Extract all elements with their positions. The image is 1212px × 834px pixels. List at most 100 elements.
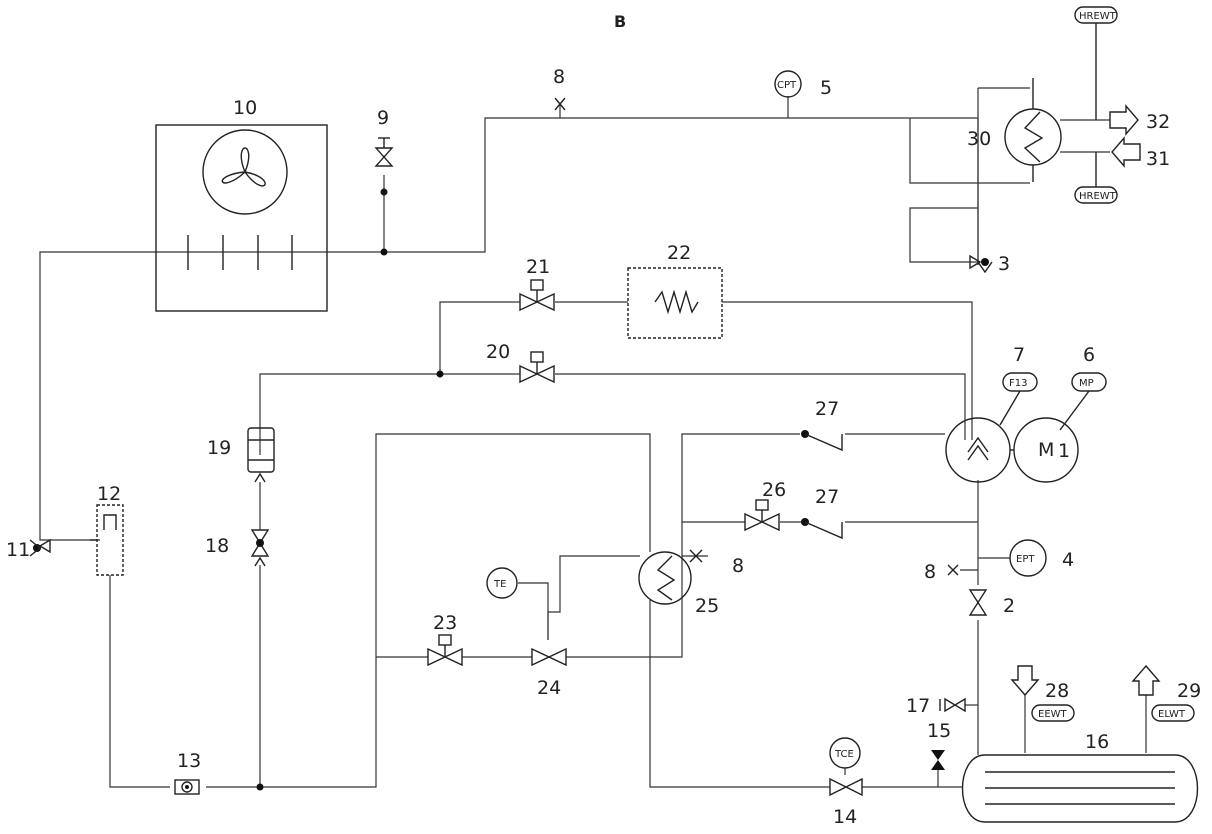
evaporator-16 xyxy=(961,754,1199,823)
label-23: 23 xyxy=(433,612,457,634)
label-27b: 27 xyxy=(815,486,839,508)
label-26: 26 xyxy=(762,479,786,501)
check-valve-11-icon xyxy=(29,538,97,557)
cpt-sensor xyxy=(774,70,802,98)
valve-2-icon xyxy=(968,589,988,616)
pipe-24-to-econ xyxy=(566,433,800,658)
condenser-box xyxy=(155,124,328,312)
label-30: 30 xyxy=(967,128,991,150)
label-7: 7 xyxy=(1013,344,1025,366)
filter-drier-12 xyxy=(96,504,124,576)
label-25: 25 xyxy=(695,595,719,617)
tce-valve-14 xyxy=(829,737,863,797)
solenoid-valve-21-icon xyxy=(519,279,555,312)
label-16: 16 xyxy=(1085,731,1109,753)
label-13: 13 xyxy=(177,750,201,772)
pipe-to-21 xyxy=(439,301,520,374)
tag-cpt: CPT xyxy=(777,80,797,91)
valve-8-mid-icon xyxy=(689,549,703,563)
pipe-discharge-main xyxy=(39,117,910,541)
tag-ept: EPT xyxy=(1016,554,1035,565)
valve-15-icon xyxy=(931,750,945,770)
tag-f13: F13 xyxy=(1009,378,1027,389)
label-8-low: 8 xyxy=(924,561,936,583)
check-valve-3-icon xyxy=(969,254,993,274)
te-sensor xyxy=(486,567,518,599)
check-valve-27b-icon xyxy=(801,518,843,540)
tag-elwt: ELWT xyxy=(1158,709,1186,720)
pipe-te xyxy=(518,582,549,640)
label-12: 12 xyxy=(97,483,121,505)
label-5: 5 xyxy=(820,77,832,99)
tag-tce: TCE xyxy=(834,749,854,760)
solenoid-valve-23-icon xyxy=(427,634,463,667)
check-valve-27a-icon xyxy=(801,430,843,452)
label-24: 24 xyxy=(537,677,561,699)
fan-icon xyxy=(202,129,288,215)
valve-8-low-icon xyxy=(947,564,959,576)
compressor-icon xyxy=(945,417,1011,483)
label-10: 10 xyxy=(233,97,257,119)
fan-blades-icon xyxy=(221,147,266,187)
label-2: 2 xyxy=(1003,595,1015,617)
f13-switch xyxy=(999,372,1038,426)
economizer-25 xyxy=(638,551,692,605)
ept-sensor xyxy=(1009,539,1047,577)
pipe-22-to-comp xyxy=(722,301,973,440)
pipe-liquid-down xyxy=(109,575,170,788)
sight-glass-13 xyxy=(174,779,264,795)
label-28: 28 xyxy=(1045,680,1069,702)
pipe-20-to-comp xyxy=(555,373,966,440)
expansion-valve-24-icon xyxy=(531,647,567,667)
condenser-unit xyxy=(155,124,328,312)
label-15: 15 xyxy=(927,720,951,742)
label-1: 1 xyxy=(1058,440,1070,462)
tag-te: TE xyxy=(493,579,506,590)
solenoid-valve-20-icon xyxy=(436,351,555,384)
label-14: 14 xyxy=(833,806,857,828)
label-8-mid: 8 xyxy=(732,555,744,577)
compressor xyxy=(945,417,1079,483)
label-8-top: 8 xyxy=(553,66,565,88)
label-19: 19 xyxy=(207,437,231,459)
tag-m: M xyxy=(1038,439,1054,461)
tag-hrewt-bottom: HREWT xyxy=(1079,191,1117,202)
inlet-arrow-icon xyxy=(1111,136,1141,168)
label-27a: 27 xyxy=(815,398,839,420)
label-29: 29 xyxy=(1177,680,1201,702)
valve-17-icon xyxy=(939,697,966,713)
valve-9-icon xyxy=(374,137,394,256)
label-18: 18 xyxy=(205,535,229,557)
tag-hrewt-top: HREWT xyxy=(1079,11,1117,22)
solenoid-valve-26-icon xyxy=(744,499,780,532)
label-17: 17 xyxy=(906,695,930,717)
piping xyxy=(39,87,1147,788)
water-outlet-29-icon xyxy=(1131,664,1195,722)
receiver-19 xyxy=(247,427,275,483)
label-31: 31 xyxy=(1146,148,1170,170)
pipe-te-bulb xyxy=(547,555,640,640)
label-21: 21 xyxy=(526,256,550,278)
label-4: 4 xyxy=(1062,549,1074,571)
pipe-19-up xyxy=(259,373,440,455)
component-labels: 1 2 3 4 5 6 7 8 8 8 9 10 11 12 13 14 15 … xyxy=(6,66,1201,828)
label-3: 3 xyxy=(998,253,1010,275)
label-20: 20 xyxy=(486,341,510,363)
pipe-heat-recovery-loop-a xyxy=(909,118,978,184)
tag-mp: MP xyxy=(1079,378,1094,389)
heat-recovery-exchanger xyxy=(1004,6,1141,204)
outlet-arrow-icon xyxy=(1109,104,1139,136)
valve-18-icon xyxy=(250,529,270,567)
water-inlet-28-icon xyxy=(1010,665,1075,722)
diagram-title: B xyxy=(614,12,626,31)
label-32: 32 xyxy=(1146,111,1170,133)
pipe-econ-to-14 xyxy=(649,600,830,788)
pipe-heat-recovery-loop-b xyxy=(909,207,978,263)
tag-eewt: EEWT xyxy=(1038,709,1068,720)
valve-8-top-icon xyxy=(554,97,566,111)
label-11: 11 xyxy=(6,539,30,561)
label-22: 22 xyxy=(667,242,691,264)
pipe-liquid-main xyxy=(206,433,651,788)
label-9: 9 xyxy=(377,107,389,129)
